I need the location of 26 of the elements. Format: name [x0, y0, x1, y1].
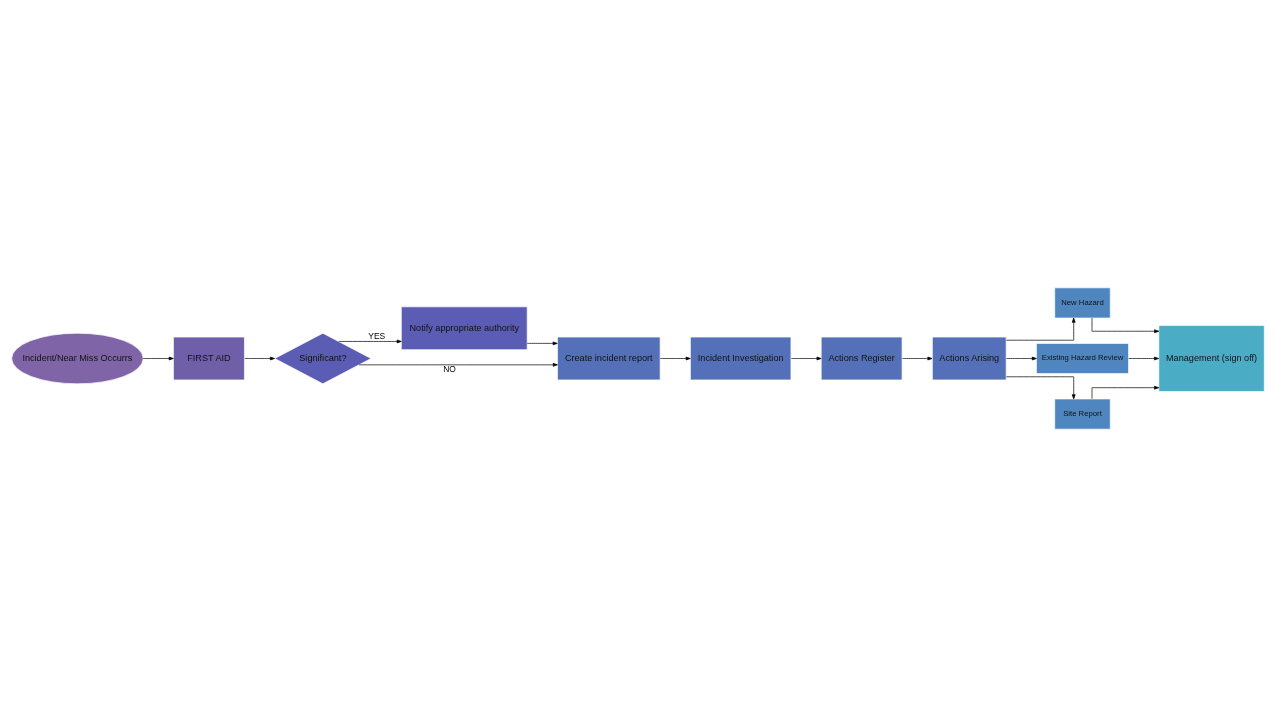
node-box: Site Report — [1054, 398, 1111, 430]
arrow — [358, 362, 558, 367]
arrow — [526, 341, 558, 345]
arrow — [790, 356, 822, 360]
arrow — [902, 356, 933, 360]
arrow — [1128, 356, 1159, 360]
node-box: Incident Investigation — [690, 336, 792, 380]
node-box: Notify appropriate authority — [400, 305, 528, 350]
node-box: New Hazard — [1054, 286, 1111, 318]
arrow — [1091, 317, 1160, 333]
arrow — [1091, 385, 1160, 399]
arrow — [659, 356, 691, 360]
node-box: Actions Arising — [932, 336, 1007, 380]
node-box: Actions Register — [820, 336, 903, 380]
arrow — [1006, 317, 1076, 341]
arrow — [244, 356, 275, 360]
node-box: FIRST AID — [173, 336, 245, 380]
arrow — [142, 356, 174, 360]
node-box: Create incident report — [557, 336, 661, 380]
edge-label: NO — [443, 363, 456, 374]
arrow — [1006, 375, 1076, 399]
node-box: Existing Hazard Review — [1036, 342, 1129, 374]
node-ellipse: Incident/Near Miss Occurrs — [11, 332, 144, 384]
arrow — [1006, 356, 1037, 360]
node-box: Management (sign off) — [1158, 324, 1265, 392]
arrow — [338, 339, 402, 343]
